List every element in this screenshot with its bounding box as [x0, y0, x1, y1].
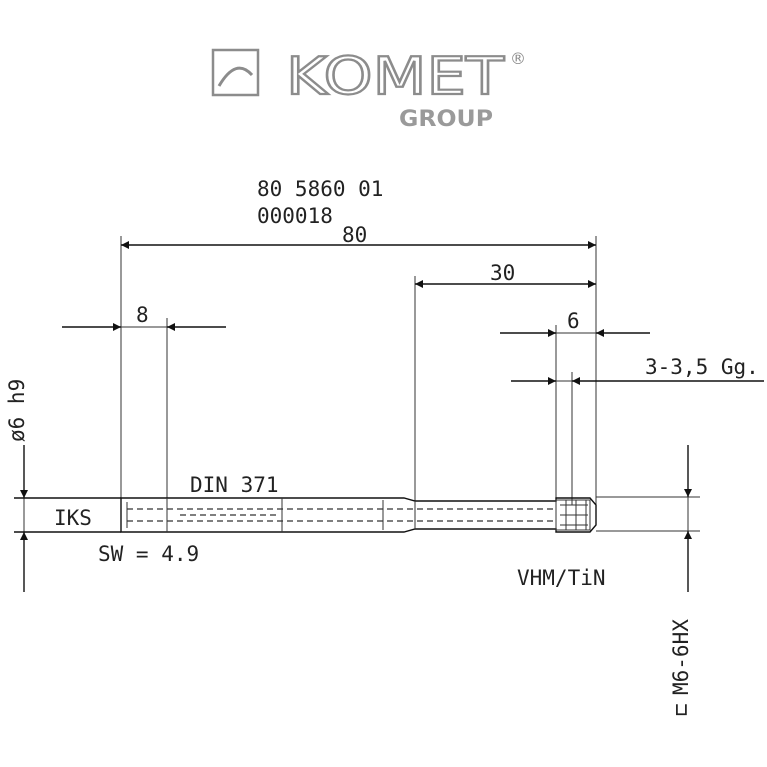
logo-group: GROUP — [399, 107, 493, 132]
overall-length-label: 80 — [342, 223, 367, 247]
dimension-shank-length: 8 — [62, 303, 226, 505]
standard-label: DIN 371 — [190, 473, 279, 497]
thread-spec-label: M6-6HX — [669, 619, 693, 695]
tap-tool-body — [14, 497, 597, 533]
thread-spec-prefix-icon: ⊏ — [669, 703, 693, 716]
article-number: 80 5860 01 — [257, 177, 383, 201]
wrench-size-label: SW = 4.9 — [98, 542, 199, 566]
dimension-thread-turns: 3-3,5 Gg. — [511, 355, 764, 505]
drawing-code: 000018 — [257, 204, 333, 228]
logo-registered-mark: ® — [510, 49, 526, 68]
dimension-thread-length: 30 — [414, 261, 596, 525]
komet-emblem-icon — [211, 48, 260, 97]
material-label: VHM/TiN — [517, 566, 606, 590]
thread-length-label: 30 — [490, 261, 515, 285]
thread-turns-label: 3-3,5 Gg. — [645, 355, 759, 379]
dimension-tip-length: 6 — [500, 309, 650, 505]
komet-logo: KOMET ® GROUP — [211, 46, 526, 132]
dimension-thread-spec: ⊏ M6-6HX — [596, 445, 700, 716]
shank-length-label: 8 — [136, 303, 149, 327]
shank-type-label: IKS — [54, 506, 92, 530]
shank-diameter-label: ø6 h9 — [5, 379, 29, 442]
tip-length-label: 6 — [567, 309, 580, 333]
thread-tip-icon — [555, 499, 591, 531]
logo-brand: KOMET — [286, 47, 504, 107]
dimension-overall-length: 80 — [120, 223, 597, 505]
